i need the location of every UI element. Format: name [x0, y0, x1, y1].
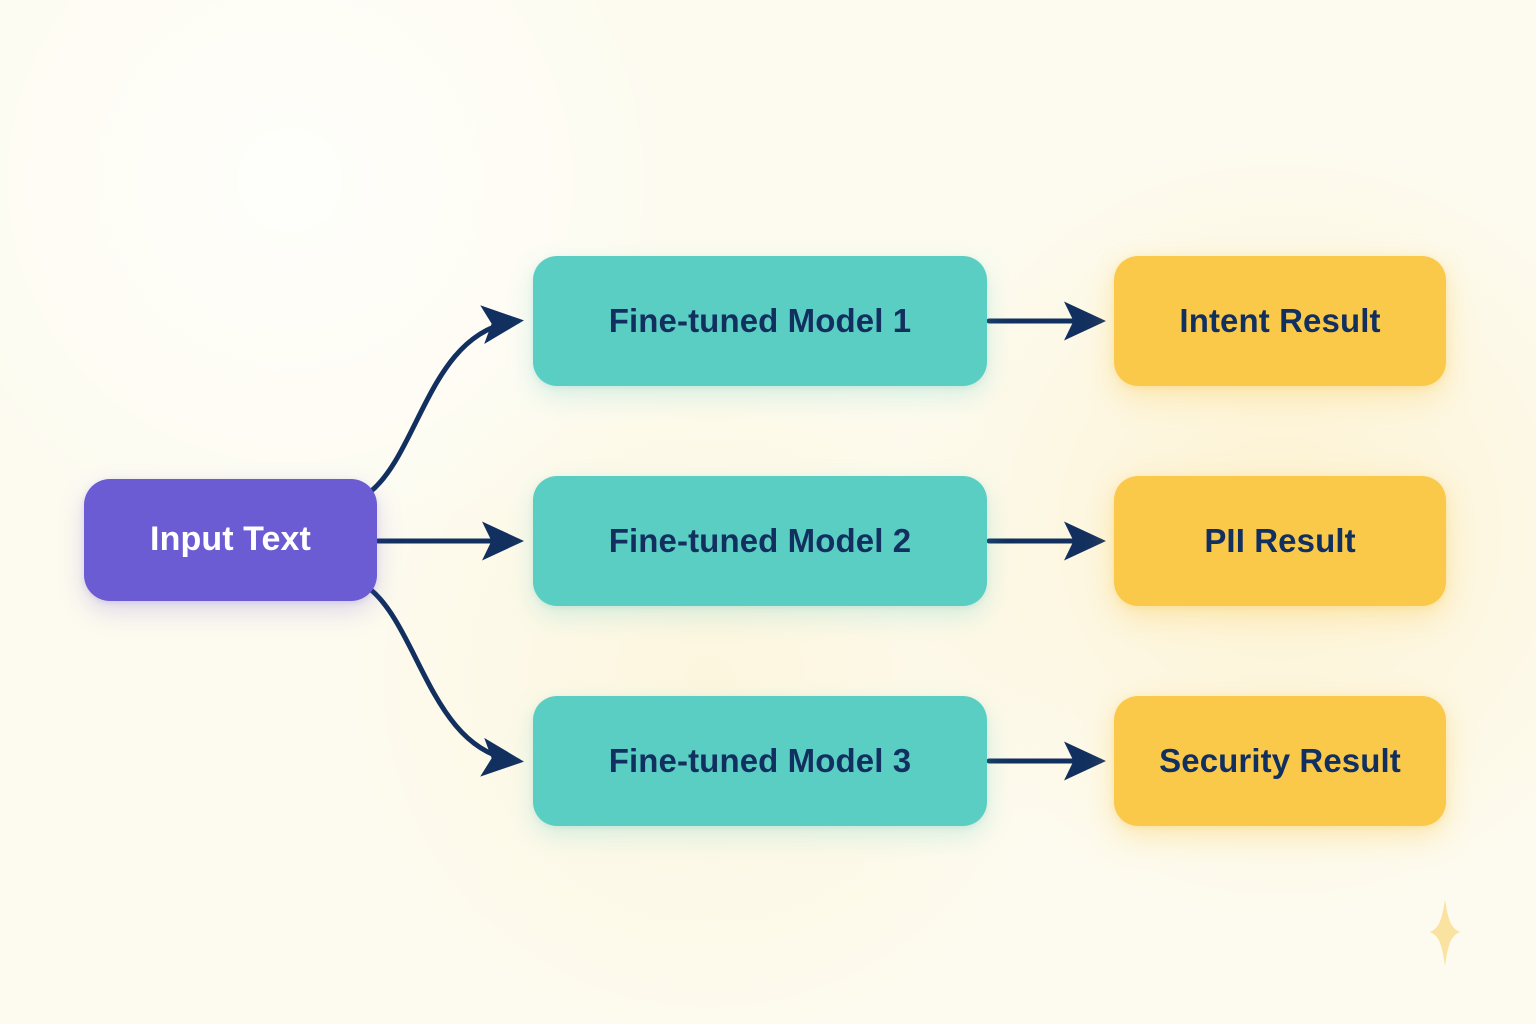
node-security-result[interactable]: Security Result: [1114, 696, 1446, 826]
edge-input-to-model-1: [367, 305, 524, 495]
node-fine-tuned-model-3[interactable]: Fine-tuned Model 3: [533, 696, 987, 826]
node-input-text[interactable]: Input Text: [84, 479, 377, 601]
node-fine-tuned-model-1[interactable]: Fine-tuned Model 1: [533, 256, 987, 386]
node-pii-result[interactable]: PII Result: [1114, 476, 1446, 606]
node-fine-tuned-model-2[interactable]: Fine-tuned Model 2: [533, 476, 987, 606]
sparkle-icon: [1429, 899, 1461, 967]
node-intent-result[interactable]: Intent Result: [1114, 256, 1446, 386]
edge-input-to-model-3: [367, 586, 524, 777]
